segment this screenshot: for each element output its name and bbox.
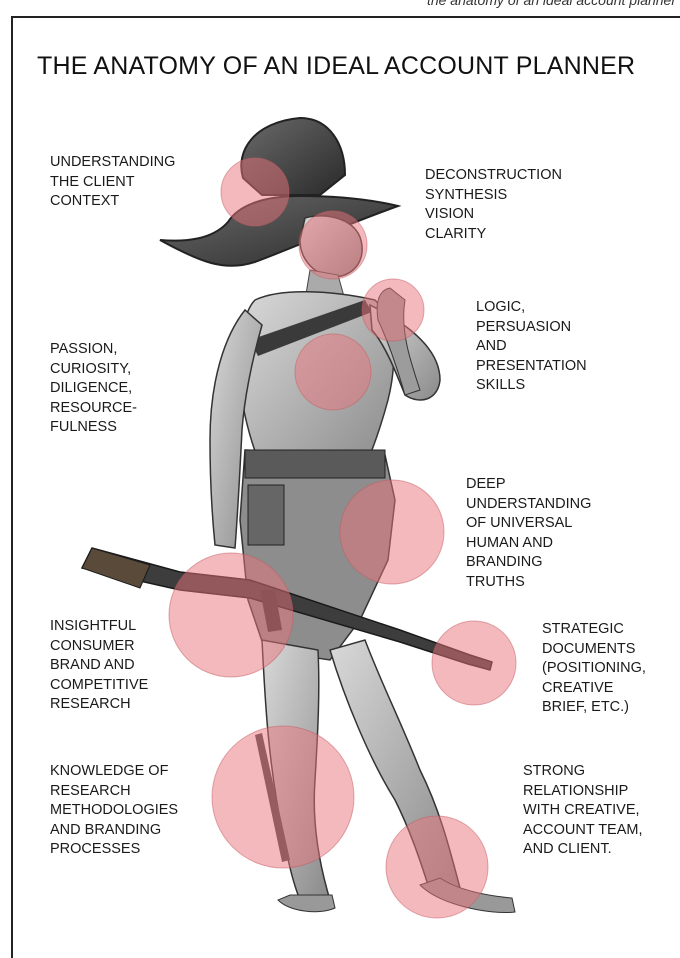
label-insightful-research: INSIGHTFUL CONSUMER BRAND AND COMPETITIV… <box>50 617 148 715</box>
label-passion: PASSION, CURIOSITY, DILIGENCE, RESOURCE-… <box>50 340 137 438</box>
highlight-circle-chest <box>295 334 371 410</box>
label-deep-understanding: DEEP UNDERSTANDING OF UNIVERSAL HUMAN AN… <box>466 475 591 592</box>
highlight-circle-belly <box>340 480 444 584</box>
highlight-circle-helmet <box>221 158 289 226</box>
highlight-circle-foot <box>386 816 488 918</box>
highlight-circle-hand <box>362 279 424 341</box>
highlight-circle-face <box>299 211 367 279</box>
highlight-circle-hand-rifle <box>169 553 293 677</box>
highlight-circle-muzzle <box>432 621 516 705</box>
label-logic: LOGIC, PERSUASION AND PRESENTATION SKILL… <box>476 298 587 396</box>
label-client-context: UNDERSTANDING THE CLIENT CONTEXT <box>50 153 175 212</box>
label-deconstruction: DECONSTRUCTION SYNTHESIS VISION CLARITY <box>425 166 562 244</box>
label-strong-relationship: STRONG RELATIONSHIP WITH CREATIVE, ACCOU… <box>523 762 643 860</box>
highlight-circle-shin <box>212 726 354 868</box>
label-strategic-documents: STRATEGIC DOCUMENTS (POSITIONING, CREATI… <box>542 620 646 718</box>
label-knowledge-methods: KNOWLEDGE OF RESEARCH METHODOLOGIES AND … <box>50 762 178 860</box>
